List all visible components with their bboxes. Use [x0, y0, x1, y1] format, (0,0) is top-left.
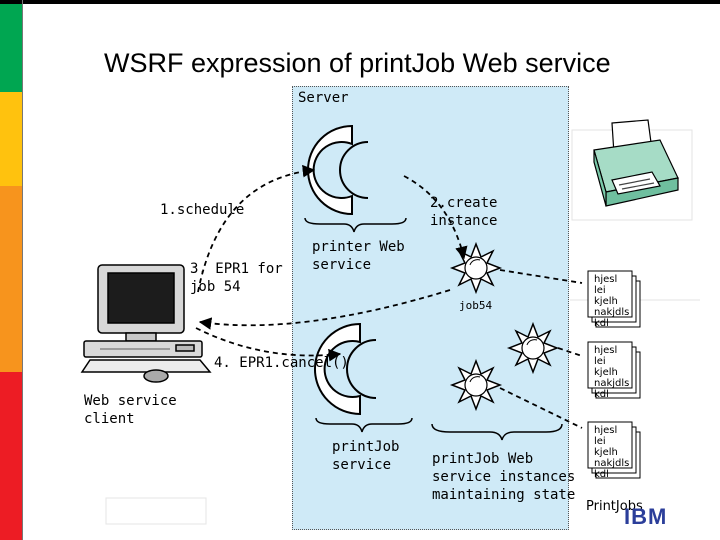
instances-label-line3: maintaining state — [432, 487, 576, 503]
step-3-label-line2: job 54 — [190, 279, 241, 295]
strip-divider — [22, 0, 23, 540]
printjob-service-label-line1: printJob — [332, 439, 400, 455]
step-3-label-line1: 3. EPR1 for — [190, 261, 283, 277]
document-stack-3 — [587, 421, 641, 479]
printer-service-endpoint — [307, 124, 369, 216]
arrow-cancel — [195, 327, 342, 362]
printjob-service-label-line2: service — [332, 457, 392, 473]
slide-title: WSRF expression of printJob Web service — [104, 48, 611, 78]
color-strip-yellow — [0, 92, 22, 186]
line-instance-doc2 — [557, 347, 583, 357]
doc-line: kdl — [594, 469, 609, 480]
step-4-label: 4. EPR1.cancel() — [214, 355, 349, 371]
instances-label-line1: printJob Web — [432, 451, 534, 467]
step-1-label: 1.schedule — [160, 202, 245, 218]
ibm-logo: IBM — [624, 504, 668, 529]
doc-line: hjesl — [594, 345, 618, 356]
top-bar — [0, 0, 720, 4]
doc-line: kjelh — [594, 296, 618, 307]
sun-instance-icon — [449, 358, 503, 412]
document-2-text: hjesl lei kjelh nakjdls kdl — [594, 345, 629, 400]
client-label-line1: Web service — [84, 393, 177, 409]
color-strip-red — [0, 372, 22, 540]
arrows — [195, 164, 583, 429]
doc-line: kdl — [594, 389, 609, 400]
doc-line: kjelh — [594, 447, 618, 458]
line-instance-doc1 — [499, 269, 583, 284]
document-stack-2 — [587, 341, 641, 399]
doc-line: kdl — [594, 318, 609, 329]
color-strip-green — [0, 4, 22, 92]
computer-icon — [80, 264, 212, 383]
printer-service-label-line2: service — [312, 257, 372, 273]
job-label: job54 — [459, 299, 493, 312]
printer-service-label-line1: printer Web — [312, 239, 405, 255]
doc-line: kjelh — [594, 367, 618, 378]
doc-line: lei — [594, 436, 606, 447]
client-label-line2: client — [84, 411, 135, 427]
sun-instance-icon — [506, 321, 560, 375]
sun-instance-icon — [449, 241, 503, 295]
arrow-epr-return — [198, 289, 451, 330]
document-3-text: hjesl lei kjelh nakjdls kdl — [594, 425, 629, 480]
printjob-service-brace — [315, 417, 413, 433]
doc-line: nakjdls — [594, 307, 630, 318]
color-strip-orange — [0, 186, 22, 372]
step-2-label-line1: 2.create — [430, 195, 498, 211]
doc-line: hjesl — [594, 274, 618, 285]
doc-line: nakjdls — [594, 378, 630, 389]
arrow-create-instance — [403, 175, 468, 260]
line-instance-doc3 — [499, 387, 583, 429]
instances-brace — [431, 423, 563, 441]
doc-line: hjesl — [594, 425, 618, 436]
doc-line: lei — [594, 356, 606, 367]
instances-label-line2: service instances — [432, 469, 576, 485]
printer-icon — [593, 119, 679, 207]
background-box — [105, 497, 207, 525]
step-2-label-line2: instance — [430, 213, 498, 229]
printjobs-label: PrintJobs — [586, 499, 643, 514]
server-box — [292, 86, 569, 530]
doc-line: nakjdls — [594, 458, 630, 469]
document-stack-1 — [587, 270, 641, 328]
printer-service-brace — [304, 217, 407, 233]
doc-line: lei — [594, 285, 606, 296]
server-label: Server — [298, 90, 349, 106]
document-1-text: hjesl lei kjelh nakjdls kdl — [594, 274, 629, 329]
